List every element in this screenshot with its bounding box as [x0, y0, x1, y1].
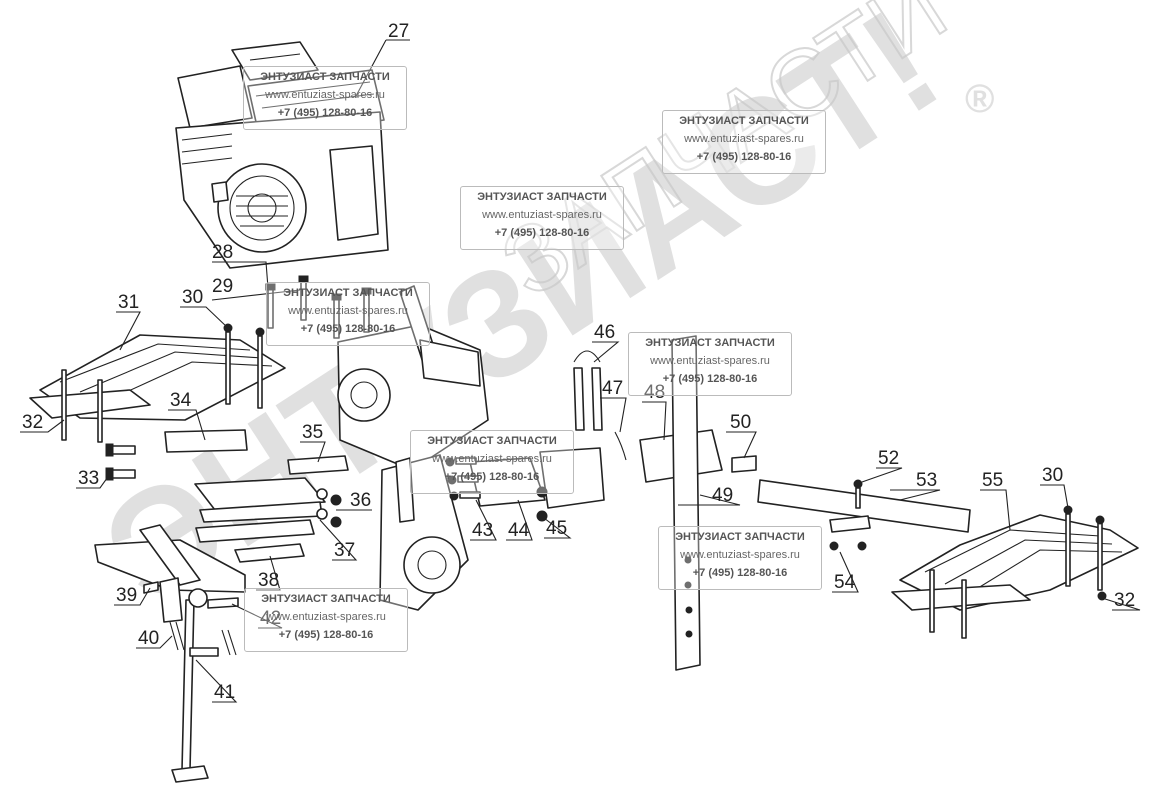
- watermark-stamp: ЭНТУЗИАСТ ЗАПЧАСТИ www.entuziast-spares.…: [628, 332, 792, 396]
- depth-bar-parts: [573, 335, 757, 671]
- callout-34: 34: [170, 390, 192, 411]
- callout-39: 39: [116, 585, 137, 606]
- stamp-phone: +7 (495) 128-80-16: [662, 373, 758, 385]
- stamp-url: www.entuziast-spares.ru: [288, 305, 408, 317]
- callout-35: 35: [302, 422, 323, 443]
- stamp-phone: +7 (495) 128-80-16: [692, 567, 788, 579]
- stamp-brand: ЭНТУЗИАСТ ЗАПЧАСТИ: [675, 531, 805, 543]
- engine-mount-bolts: [265, 275, 372, 339]
- callout-44: 44: [508, 520, 530, 541]
- callout-48: 48: [644, 382, 665, 403]
- callout-43: 43: [472, 520, 493, 541]
- stamp-url: www.entuziast-spares.ru: [266, 611, 386, 623]
- watermark-stamp: ЭНТУЗИАСТ ЗАПЧАСТИ www.entuziast-spares.…: [410, 430, 574, 494]
- callout-32-right: 32: [1114, 590, 1135, 611]
- callout-42: 42: [260, 608, 281, 629]
- watermark-stamp: ЭНТУЗИАСТ ЗАПЧАСТИ www.entuziast-spares.…: [460, 186, 624, 250]
- stamp-phone: +7 (495) 128-80-16: [278, 629, 374, 641]
- right-fender: [891, 505, 1139, 639]
- callout-38: 38: [258, 570, 279, 591]
- callout-28: 28: [212, 242, 233, 263]
- stand-assembly: [94, 524, 246, 783]
- stamp-phone: +7 (495) 128-80-16: [494, 227, 590, 239]
- callout-41: 41: [214, 682, 235, 703]
- stamp-url: www.entuziast-spares.ru: [650, 355, 770, 367]
- callout-30: 30: [182, 287, 203, 308]
- stamp-phone: +7 (495) 128-80-16: [277, 107, 373, 119]
- stamp-brand: ЭНТУЗИАСТ ЗАПЧАСТИ: [679, 115, 809, 127]
- stamp-url: www.entuziast-spares.ru: [482, 209, 602, 221]
- callout-33: 33: [78, 468, 99, 489]
- stamp-brand: ЭНТУЗИАСТ ЗАПЧАСТИ: [283, 287, 413, 299]
- callout-30-right: 30: [1042, 465, 1063, 486]
- stamp-brand: ЭНТУЗИАСТ ЗАПЧАСТИ: [261, 593, 391, 605]
- leader-lines: [20, 39, 1141, 703]
- callout-55: 55: [982, 470, 1003, 491]
- stamp-url: www.entuziast-spares.ru: [684, 133, 804, 145]
- callout-32: 32: [22, 412, 43, 433]
- stamp-url: www.entuziast-spares.ru: [432, 453, 552, 465]
- watermark-stamp: ЭНТУЗИАСТ ЗАПЧАСТИ www.entuziast-spares.…: [662, 110, 826, 174]
- callout-53: 53: [916, 470, 937, 491]
- stamp-url: www.entuziast-spares.ru: [265, 89, 385, 101]
- watermark-registered-mark: ®: [965, 77, 994, 121]
- callout-numbers: 27 28 29 30 31 32 33 34 35 36 37 38 39 4…: [22, 21, 1135, 703]
- right-axle-bar: [757, 479, 971, 551]
- stamp-phone: +7 (495) 128-80-16: [444, 471, 540, 483]
- mounting-brackets: [164, 429, 349, 563]
- watermark-stamp: ЭНТУЗИАСТ ЗАПЧАСТИ www.entuziast-spares.…: [244, 588, 408, 652]
- stamp-brand: ЭНТУЗИАСТ ЗАПЧАСТИ: [427, 435, 557, 447]
- callout-47: 47: [602, 378, 623, 399]
- callout-40: 40: [138, 628, 159, 649]
- watermark-stamp: ЭНТУЗИАСТ ЗАПЧАСТИ www.entuziast-spares.…: [243, 66, 407, 130]
- callout-50: 50: [730, 412, 751, 433]
- watermark-stamp: ЭНТУЗИАСТ ЗАПЧАСТИ www.entuziast-spares.…: [658, 526, 822, 590]
- callout-49: 49: [712, 485, 733, 506]
- fender-bolts-left: [61, 323, 265, 481]
- callout-54: 54: [834, 572, 856, 593]
- stamp-phone: +7 (495) 128-80-16: [300, 323, 396, 335]
- stamp-phone: +7 (495) 128-80-16: [696, 151, 792, 163]
- callout-37: 37: [334, 540, 355, 561]
- callout-45: 45: [546, 518, 567, 539]
- callout-29: 29: [212, 276, 233, 297]
- stamp-brand: ЭНТУЗИАСТ ЗАПЧАСТИ: [260, 71, 390, 83]
- watermark-stamp: ЭНТУЗИАСТ ЗАПЧАСТИ www.entuziast-spares.…: [266, 282, 430, 346]
- stamp-brand: ЭНТУЗИАСТ ЗАПЧАСТИ: [645, 337, 775, 349]
- engine: [175, 41, 389, 269]
- callout-31: 31: [118, 292, 139, 313]
- callout-46: 46: [594, 322, 615, 343]
- callout-52: 52: [878, 448, 899, 469]
- callout-27: 27: [388, 21, 409, 42]
- stamp-url: www.entuziast-spares.ru: [680, 549, 800, 561]
- callout-36: 36: [350, 490, 371, 511]
- stamp-brand: ЭНТУЗИАСТ ЗАПЧАСТИ: [477, 191, 607, 203]
